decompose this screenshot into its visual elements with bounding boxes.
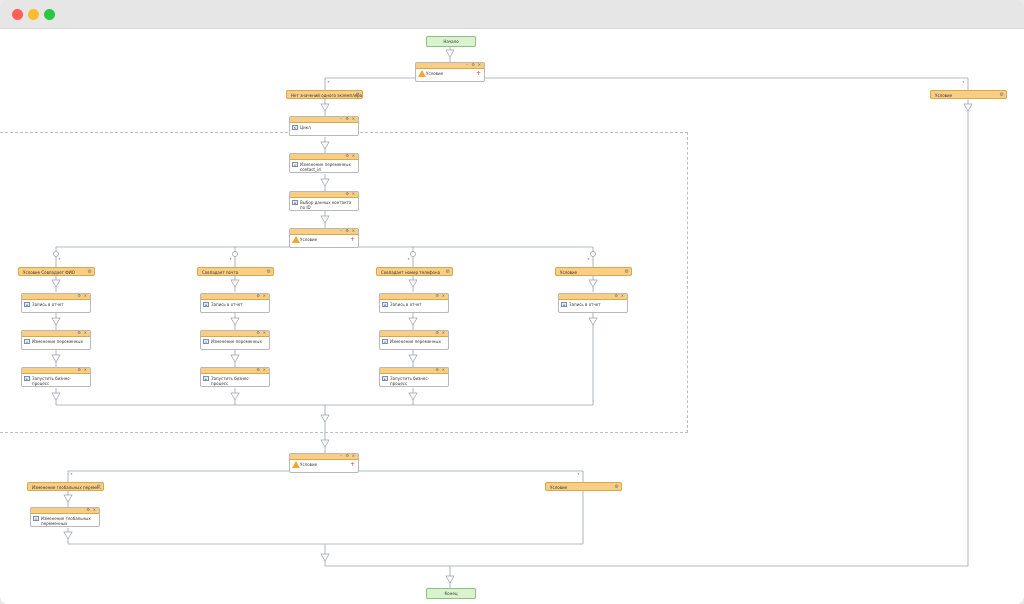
condition-block-inner[interactable]: –⚙× Условие + <box>289 228 359 248</box>
label-text: Условие <box>560 270 578 275</box>
report-block-3[interactable]: ⚙×≡Запись в отчет <box>379 293 449 313</box>
branch-no-marker: ˂ <box>587 258 590 265</box>
variable-icon: x <box>24 339 30 344</box>
gear-icon[interactable]: ⚙ <box>96 484 101 490</box>
block-label: Запустить бизнес-процесс <box>32 376 71 386</box>
branch-label-fio[interactable]: Условие Совпадает ФИО ⚙ <box>18 267 95 276</box>
block-label: Запись в отчет <box>569 302 601 307</box>
variable-icon: x <box>33 516 39 521</box>
close-window-button[interactable] <box>12 9 23 20</box>
branch-no-marker: ˂ <box>407 258 410 265</box>
branch-yes-marker: ˃ <box>58 258 61 265</box>
title-bar <box>0 0 1024 29</box>
block-label: Выбор данных контакта по ID <box>300 200 352 210</box>
report-block-1[interactable]: ⚙×≡Запись в отчет <box>21 293 91 313</box>
branch-no-marker: ˂ <box>577 473 580 480</box>
branch-label-email[interactable]: Совпадает почта ⚙ <box>197 267 274 276</box>
label-text: Условие <box>550 485 568 490</box>
report-icon: ≡ <box>382 302 388 307</box>
label-text: Нет значений одного экземпляра <box>291 93 363 98</box>
label-text: Совпадает почта <box>202 270 239 275</box>
gear-icon[interactable]: ⚙ <box>445 269 450 275</box>
variable-icon: x <box>382 339 388 344</box>
gear-icon[interactable]: ⚙ <box>624 269 629 275</box>
add-branch-icon[interactable]: + <box>349 461 355 468</box>
branch-label-else-bottom[interactable]: Условие ⚙ <box>545 482 622 491</box>
branch-label-no-unique[interactable]: Нет значений одного экземпляра⚙ <box>286 90 363 99</box>
branch-label-else-inner[interactable]: Условие ⚙ <box>555 267 632 276</box>
report-block-2[interactable]: ⚙×≡Запись в отчет <box>200 293 270 313</box>
variable-icon: x <box>292 162 298 167</box>
branch-yes-marker: ˃ <box>70 473 73 480</box>
branch-label-else-top[interactable]: Условие ⚙ <box>930 90 1007 99</box>
block-label: Изменение переменных <box>390 339 441 344</box>
gear-icon[interactable]: ⚙ <box>355 92 360 98</box>
report-block-4[interactable]: ⚙×≡Запись в отчет <box>558 293 628 313</box>
block-label: Изменение переменных <box>32 339 83 344</box>
block-label: Запустить бизнес-процесс <box>390 376 429 386</box>
branch-no-marker: ˂ <box>229 258 232 265</box>
run-bp-block-2[interactable]: ⚙×▸Запустить бизнес-процесс <box>200 367 270 387</box>
condition-block-top[interactable]: –⚙× Условие + <box>415 62 485 82</box>
process-icon: ▸ <box>203 376 209 381</box>
block-label: Условие <box>300 462 318 467</box>
maximize-window-button[interactable] <box>44 9 55 20</box>
add-branch-icon[interactable]: + <box>349 236 355 243</box>
gear-icon[interactable]: ⚙ <box>999 92 1004 98</box>
block-label: Изменение глобальных переменных <box>41 516 91 526</box>
loop-container <box>0 132 688 433</box>
block-label: Условие <box>300 237 318 242</box>
report-icon: ≡ <box>203 302 209 307</box>
gear-icon[interactable]: ⚙ <box>266 269 271 275</box>
label-text: Изменение глобальных переме... <box>32 485 103 490</box>
label-text: Условие Совпадает ФИО <box>23 270 75 275</box>
process-icon: ▸ <box>24 376 30 381</box>
run-bp-block-1[interactable]: ⚙×▸Запустить бизнес-процесс <box>21 367 91 387</box>
branch-no-marker: ˂ <box>962 81 965 88</box>
process-icon: ▸ <box>382 376 388 381</box>
run-bp-block-3[interactable]: ⚙×▸Запустить бизнес-процесс <box>379 367 449 387</box>
set-contact-id-block[interactable]: ⚙× x Изменение переменных contact_id <box>289 153 359 173</box>
condition-icon <box>418 70 426 77</box>
block-label: Запись в отчет <box>390 302 422 307</box>
condition-icon <box>292 236 300 243</box>
start-node[interactable]: Начало <box>426 36 476 47</box>
gear-icon[interactable]: ⚙ <box>614 484 619 490</box>
minimize-window-button[interactable] <box>28 9 39 20</box>
branch-yes-marker: ˃ <box>327 81 330 88</box>
data-select-icon: ≡ <box>292 200 298 205</box>
label-text: Совпадает номер телефона <box>381 270 441 275</box>
variable-icon: x <box>203 339 209 344</box>
block-label: Условие <box>426 71 444 76</box>
report-icon: ≡ <box>24 302 30 307</box>
block-label: Запись в отчет <box>211 302 243 307</box>
report-icon: ≡ <box>561 302 567 307</box>
branch-label-global[interactable]: Изменение глобальных переме...⚙ <box>27 482 104 491</box>
add-branch-icon[interactable]: + <box>475 70 481 77</box>
loop-block[interactable]: –⚙× ↻ Цикл <box>289 116 359 136</box>
loop-icon: ↻ <box>292 125 298 130</box>
end-node[interactable]: Конец <box>426 588 476 599</box>
block-label: Запустить бизнес-процесс <box>211 376 250 386</box>
condition-block-bottom[interactable]: –⚙× Условие + <box>289 453 359 473</box>
block-label: Изменение переменных contact_id <box>300 162 351 172</box>
gear-icon[interactable]: ⚙ <box>87 269 92 275</box>
block-label: Изменение переменных <box>211 339 262 344</box>
flowchart-nodes: Начало –⚙× Условие + Нет значений одного… <box>0 28 1024 604</box>
select-contact-block[interactable]: ⚙× ≡ Выбор данных контакта по ID <box>289 191 359 211</box>
label-text: Условие <box>935 93 953 98</box>
block-label: Цикл <box>300 125 311 130</box>
branch-label-phone[interactable]: Совпадает номер телефона ⚙ <box>376 267 453 276</box>
block-label: Запись в отчет <box>32 302 64 307</box>
condition-icon <box>292 461 300 468</box>
